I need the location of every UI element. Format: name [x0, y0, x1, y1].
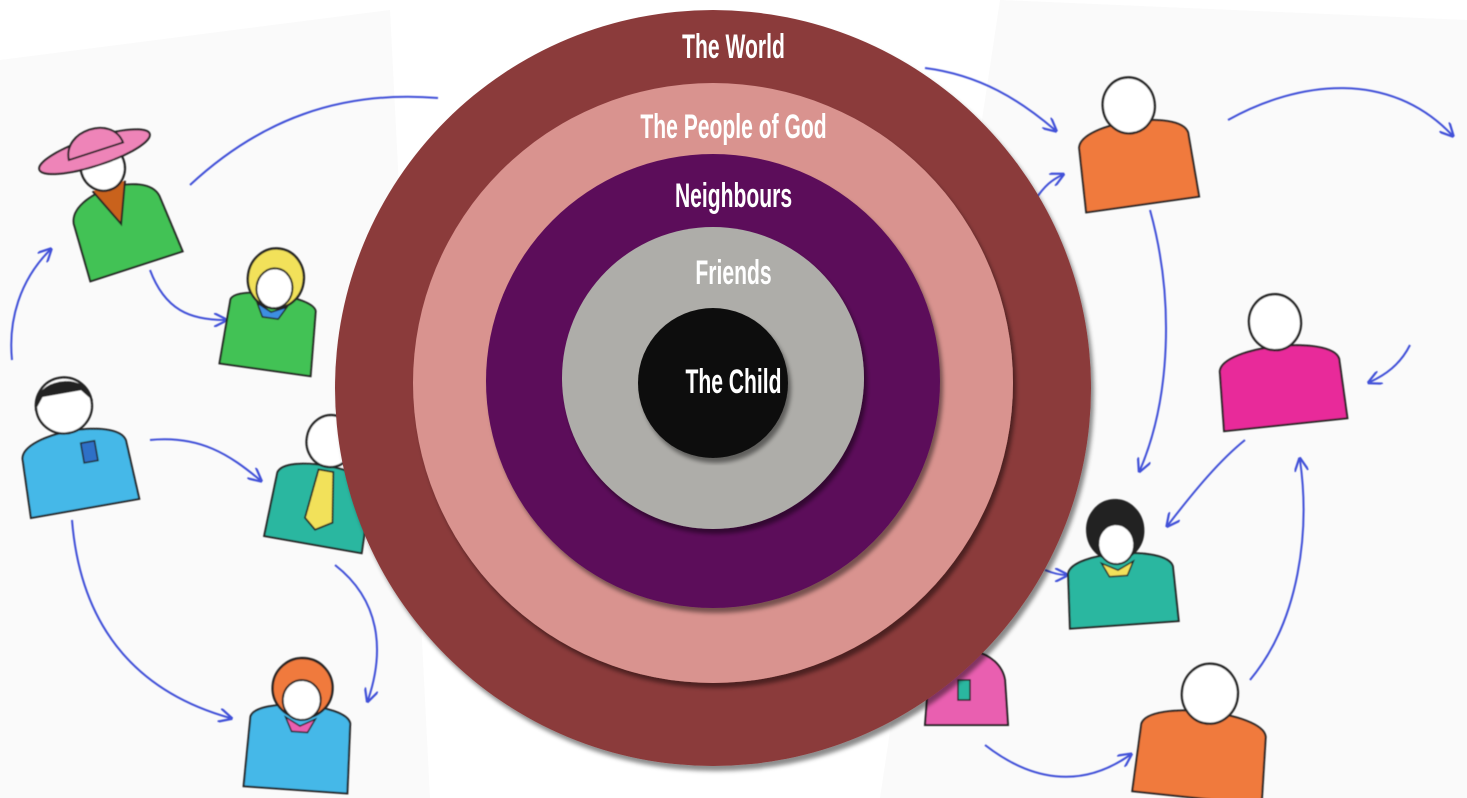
arrow — [1044, 570, 1066, 575]
ring-label-the-world: The World — [682, 28, 785, 66]
arrows-right — [924, 67, 1452, 778]
arrow — [924, 67, 1055, 130]
person-orange-hair — [242, 656, 352, 795]
arrow — [1227, 87, 1452, 135]
person-yellow-hair — [218, 247, 317, 378]
person-tie — [262, 413, 372, 555]
arrow — [1249, 460, 1303, 681]
person-black-hair — [21, 376, 141, 520]
person-orange-top — [1078, 76, 1201, 214]
person-black-hair-teal — [1067, 499, 1180, 630]
ring-label-the-people-of-god: The People of God — [640, 108, 827, 146]
ring-the-child — [638, 308, 788, 458]
arrow — [71, 519, 230, 718]
arrow — [189, 95, 439, 186]
arrows-left — [10, 95, 439, 718]
arrow — [10, 250, 50, 361]
arrow — [1168, 439, 1246, 525]
person-orange-bottom — [1131, 662, 1267, 798]
arrow — [1370, 344, 1411, 382]
ring-label-friends: Friends — [695, 254, 772, 292]
arrow — [334, 564, 377, 700]
arrow — [149, 269, 225, 320]
arrow — [1140, 209, 1167, 470]
person-magenta — [1218, 293, 1349, 433]
arrow — [984, 744, 1130, 778]
ring-label-the-child: The Child — [685, 363, 782, 401]
arrow — [149, 438, 260, 480]
ring-label-neighbours: Neighbours — [674, 177, 793, 215]
person-hat — [38, 126, 184, 283]
